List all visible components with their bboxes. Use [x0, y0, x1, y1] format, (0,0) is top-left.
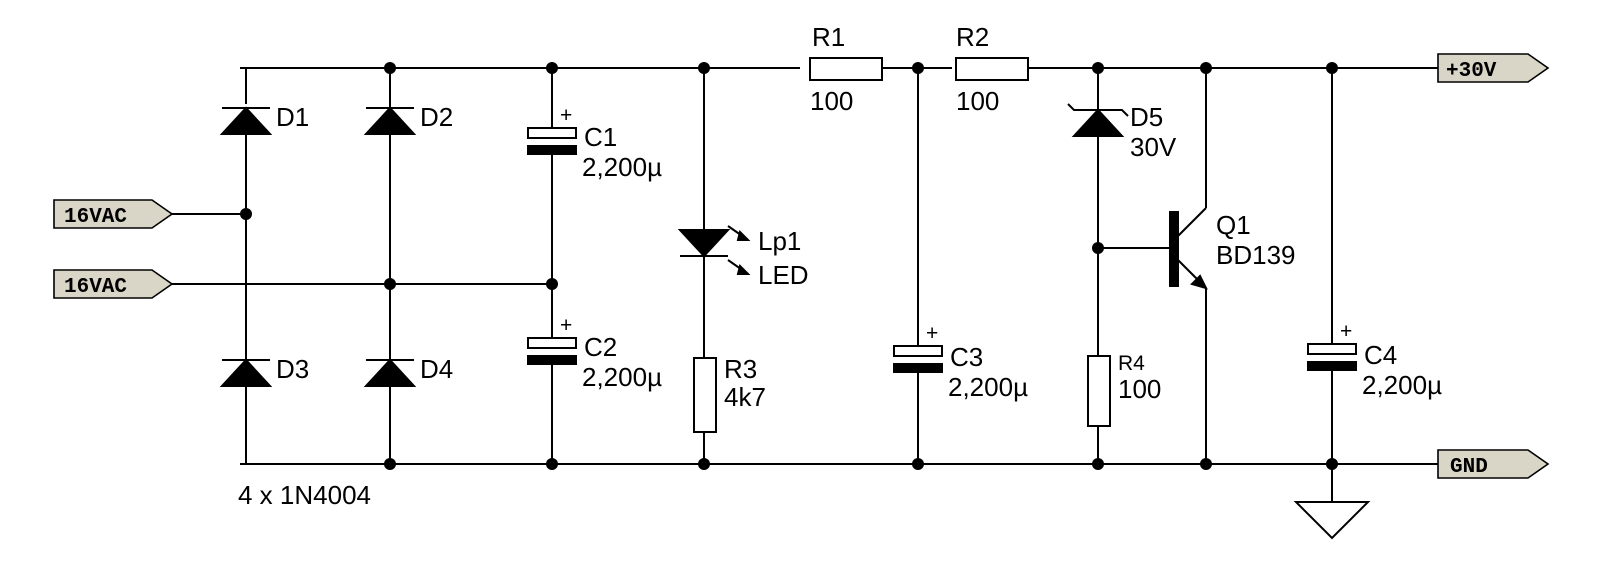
r2-value: 100 [956, 86, 999, 116]
q1-value: BD139 [1216, 240, 1296, 270]
input-port-1[interactable]: 16VAC [53, 199, 174, 229]
c3-value: 2,200µ [948, 372, 1028, 402]
resistor-r4: R4 100 [1087, 352, 1161, 464]
junction-dot [384, 62, 396, 74]
diode-d2: D2 [363, 68, 453, 360]
r3-value: 4k7 [724, 382, 766, 412]
ground-symbol [1293, 464, 1371, 540]
c2-polarity: + [560, 314, 572, 337]
junction-dot [546, 62, 558, 74]
c1-value: 2,200µ [582, 152, 662, 182]
junction-dot [1326, 458, 1338, 470]
input-port-2-label: 16VAC [64, 276, 127, 299]
r1-value: 100 [810, 86, 853, 116]
capacitor-c4: + C4 2,200µ [1307, 68, 1442, 464]
r3-ref: R3 [724, 354, 757, 384]
junction-dot [912, 458, 924, 470]
transistor-q1: Q1 BD139 [1098, 68, 1296, 464]
zener-d5: D5 30V [1067, 68, 1177, 356]
capacitor-c1: + C1 2,200µ [527, 68, 662, 338]
junction-dot [240, 208, 252, 220]
output-port-gnd-label: GND [1450, 456, 1488, 479]
junctions [240, 62, 1338, 470]
diode-d1: D1 [219, 68, 309, 360]
d4-ref: D4 [420, 354, 453, 384]
resistor-r3: R3 4k7 [693, 354, 766, 464]
input-port-1-label: 16VAC [64, 206, 127, 229]
junction-dot [1200, 62, 1212, 74]
r1-ref: R1 [812, 22, 845, 52]
junction-dot [384, 278, 396, 290]
d5-ref: D5 [1130, 102, 1163, 132]
input-port-2[interactable]: 16VAC [53, 269, 174, 299]
c3-polarity: + [926, 322, 938, 345]
c4-polarity: + [1340, 320, 1352, 343]
d2-ref: D2 [420, 102, 453, 132]
c4-ref: C4 [1364, 340, 1397, 370]
r4-ref: R4 [1118, 352, 1145, 375]
capacitor-c2: + C2 2,200µ [527, 314, 662, 464]
diode-d4: D4 [363, 354, 453, 464]
junction-dot [912, 62, 924, 74]
d3-ref: D3 [276, 354, 309, 384]
c3-ref: C3 [950, 342, 983, 372]
junction-dot [384, 458, 396, 470]
d5-value: 30V [1130, 132, 1177, 162]
resistor-r2: R2 100 [955, 22, 1029, 116]
junction-dot [1092, 62, 1104, 74]
c1-ref: C1 [584, 122, 617, 152]
output-port-positive-label: +30V [1446, 60, 1497, 83]
junction-dot [698, 458, 710, 470]
led-lp1: Lp1 LED [677, 68, 809, 358]
lp1-value: LED [758, 260, 809, 290]
d1-ref: D1 [276, 102, 309, 132]
lp1-ref: Lp1 [758, 226, 801, 256]
diode-d3: D3 [219, 354, 309, 464]
junction-dot [1092, 242, 1104, 254]
junction-dot [546, 458, 558, 470]
capacitor-c3: + C3 2,200µ [893, 68, 1028, 464]
c2-ref: C2 [584, 332, 617, 362]
output-port-gnd[interactable]: GND [1437, 449, 1550, 479]
output-port-positive[interactable]: +30V [1437, 53, 1550, 83]
r2-ref: R2 [956, 22, 989, 52]
junction-dot [698, 62, 710, 74]
junction-dot [1326, 62, 1338, 74]
bridge-note: 4 x 1N4004 [238, 480, 371, 510]
c4-value: 2,200µ [1362, 370, 1442, 400]
c2-value: 2,200µ [582, 362, 662, 392]
c1-polarity: + [560, 104, 572, 127]
junction-dot [1200, 458, 1212, 470]
r4-value: 100 [1118, 374, 1161, 404]
resistor-r1: R1 100 [809, 22, 883, 116]
q1-ref: Q1 [1216, 210, 1251, 240]
junction-dot [1092, 458, 1104, 470]
junction-dot [546, 278, 558, 290]
